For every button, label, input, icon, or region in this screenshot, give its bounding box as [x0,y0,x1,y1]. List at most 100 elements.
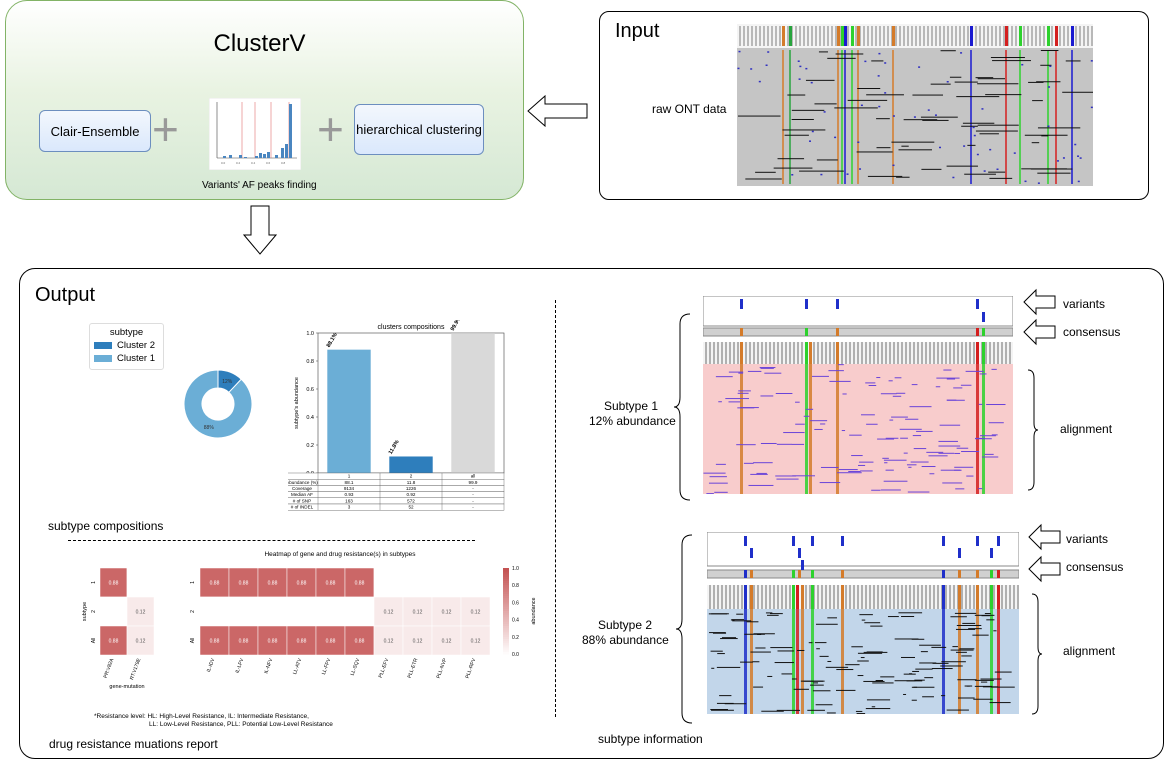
coverage-bar [961,585,963,609]
coverage-bar [821,585,823,609]
heatmap-x-tick-label: PLL-NVP [436,657,449,679]
read-indel [964,173,996,175]
read-indel [903,119,938,121]
read-indel [834,107,878,109]
read-indel [856,151,893,153]
read-feature [979,435,996,437]
table-cell: 88.1 [345,480,354,485]
coverage-bar [857,342,859,364]
coverage-bar [1043,26,1045,46]
coverage-bar [965,342,967,364]
colorbar-segment [503,578,509,582]
read-feature [813,682,819,684]
variant-column [841,609,844,714]
read-feature [808,642,813,644]
read-feature [736,613,744,615]
read-feature [760,442,777,444]
variant-column [982,364,985,494]
read-feature [903,673,916,675]
coverage-bar [729,342,731,364]
consensus-mark [997,570,1000,578]
read-indel [977,83,1019,85]
read-feature [710,709,728,711]
coverage-bar [833,342,835,364]
coverage-bar [949,342,951,364]
read-feature [924,677,934,679]
heatmap-cell-label: 0.12 [442,610,452,616]
heatmap-y-tick-label: All [91,638,97,644]
read-feature [919,644,941,646]
colorbar-segment [503,632,509,636]
read-feature [776,443,792,445]
coverage-bar [909,342,911,364]
read-feature [851,455,863,457]
read-feature [714,491,728,493]
read-feature [828,370,844,372]
read-feature [991,434,998,436]
read-feature [984,613,991,615]
coverage-bar [1031,26,1033,46]
read-indel [990,57,1025,59]
read-feature [946,378,956,380]
table-cell: 11.8 [407,480,416,485]
coverage-bar [945,585,947,609]
heatmap-title: Heatmap of gene and drug resistance(s) i… [264,551,416,558]
coverage-bar [871,26,873,46]
coverage-bar [943,26,945,46]
coverage-bar [925,342,927,364]
coverage-bar [781,342,783,364]
read-feature [981,456,999,458]
colorbar-segment [503,619,509,623]
read-mismatch [973,134,976,137]
read-indel [1062,91,1093,93]
variant-column [750,609,753,714]
variant-column [811,585,814,609]
table-cell: 163 [345,498,353,503]
read-mismatch [758,80,761,83]
heatmap-cell [431,567,462,598]
read-feature [912,670,920,672]
variant-mark [976,299,979,309]
legend-title: subtype [109,327,144,338]
coverage-bar [881,585,883,609]
coverage-bar [899,26,901,46]
heatmap-x-tick-label: IL-LPV [235,657,246,674]
coverage-bar [869,585,871,609]
read-feature [961,451,980,453]
read-feature [748,484,774,486]
heatmap-cell-label: 0.12 [136,610,146,616]
colorbar-segment [503,611,509,614]
colorbar-tick-label: 0.4 [512,618,519,624]
read-mismatch [946,81,949,83]
heatmap-cell [286,596,317,627]
coverage-bar [761,342,763,364]
heatmap-cell-label: 0.88 [210,639,220,645]
read-indel [975,130,1018,132]
coverage-bar [1063,26,1065,46]
colorbar-segment [503,604,509,608]
colorbar-segment [503,647,509,651]
read-feature [718,401,722,403]
read-mismatch [857,141,860,144]
read-indel [977,78,1006,80]
variant-mark [811,536,814,546]
read-mismatch [934,114,937,116]
colorbar-segment [503,587,509,590]
read-indel [745,178,782,180]
colorbar-label: abundance [531,597,537,624]
read-feature [889,419,894,421]
variant-column [958,585,961,609]
coverage-bar [761,585,763,609]
heatmap-cell-label: 0.88 [109,639,119,645]
read-feature [888,380,893,382]
read-feature [989,702,1011,704]
read-indel [871,60,884,62]
read-indel [857,88,881,90]
variant-column [841,50,843,184]
coverage-bar [941,342,943,364]
legend-swatch [94,342,112,349]
consensus-mark [958,570,961,578]
read-feature [891,416,908,418]
read-mismatch [1056,160,1059,162]
coverage-bar [853,585,855,609]
